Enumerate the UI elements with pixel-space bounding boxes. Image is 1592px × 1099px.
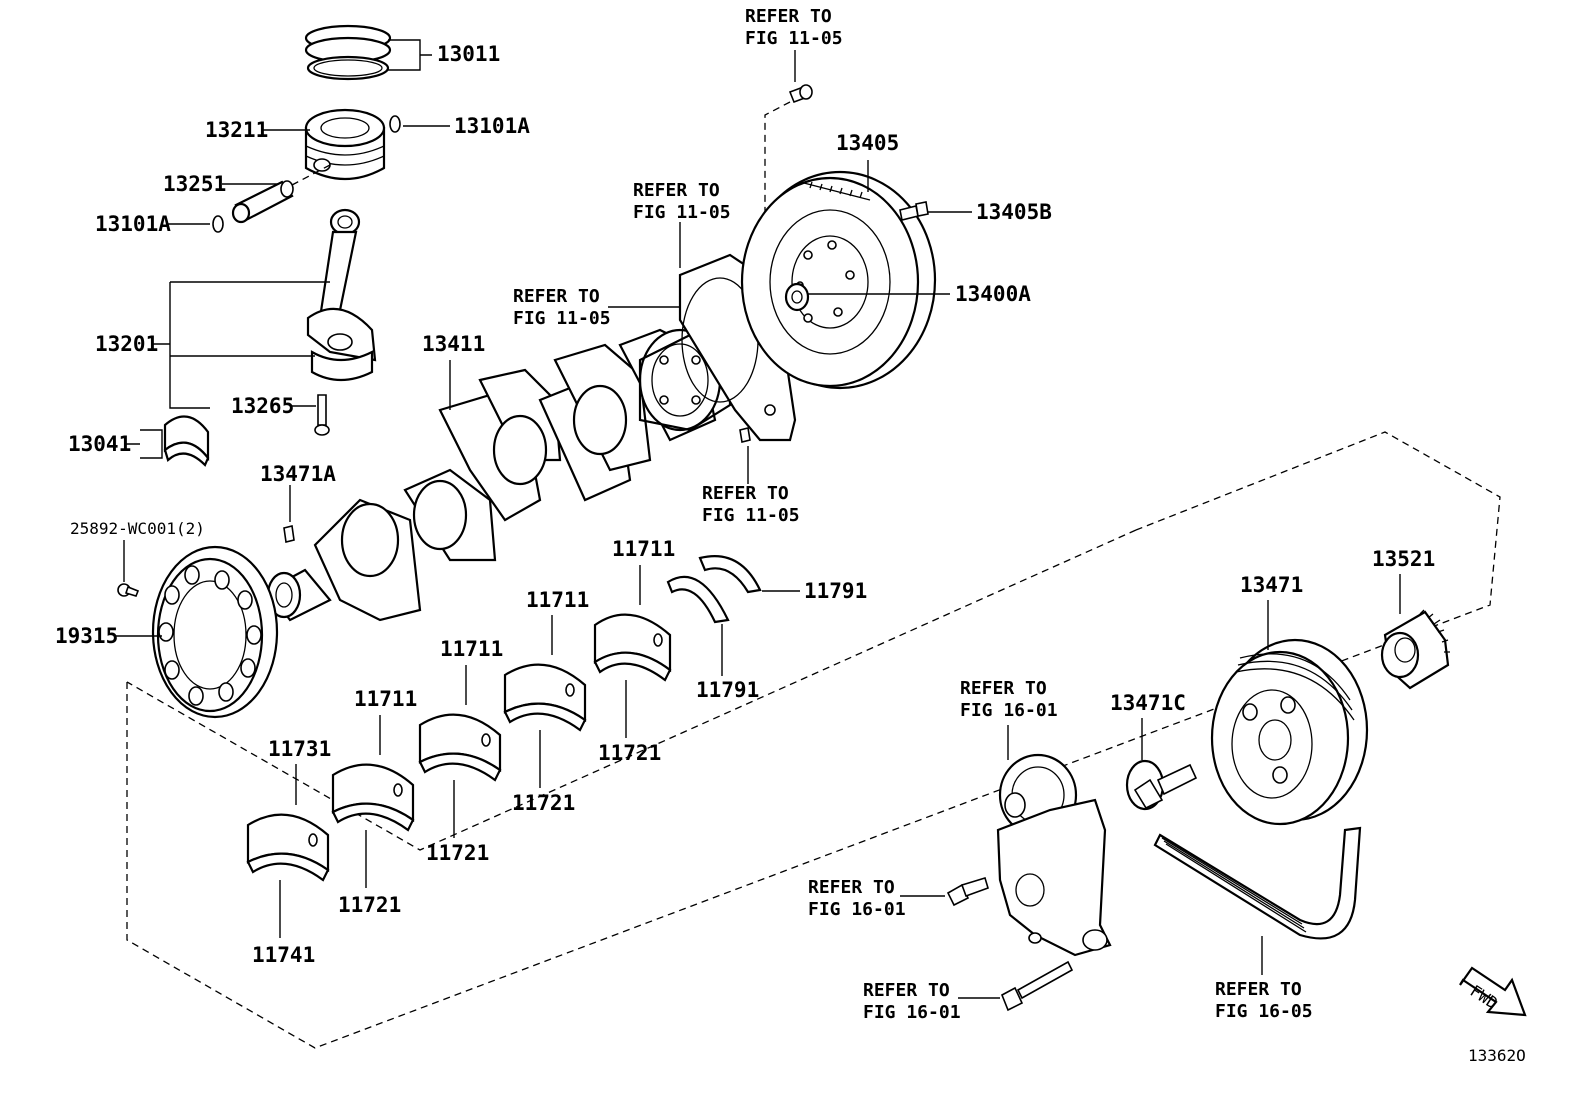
label-13471: 13471 <box>1240 573 1303 597</box>
piston-pin-snap-ring-left[interactable] <box>212 215 224 233</box>
main-bearing-set-4[interactable] <box>593 613 672 682</box>
refer-label-3: REFER TO <box>702 483 789 504</box>
main-bearing-set-front[interactable] <box>246 813 330 882</box>
forward-arrow-icon: FWD <box>1459 966 1527 1017</box>
refer-label-5: REFER TO <box>960 678 1047 699</box>
crankshaft-key[interactable] <box>283 525 295 543</box>
label-11791-b: 11791 <box>696 678 759 702</box>
label-13251: 13251 <box>163 172 226 196</box>
label-11731: 11731 <box>268 737 331 761</box>
label-11711-4: 11711 <box>612 537 675 561</box>
label-13211: 13211 <box>205 118 268 142</box>
belt-tensioner[interactable] <box>996 753 1112 957</box>
label-13201: 13201 <box>95 332 158 356</box>
flywheel-bolt[interactable] <box>899 201 929 221</box>
main-bearing-set-3[interactable] <box>503 663 587 732</box>
label-11741: 11741 <box>252 943 315 967</box>
sensor-plate-screw[interactable] <box>117 583 140 597</box>
figure-code: 13362O <box>1468 1046 1526 1065</box>
main-bearing-set-1[interactable] <box>331 763 415 832</box>
label-13411: 13411 <box>422 332 485 356</box>
piston-pin[interactable] <box>231 180 294 224</box>
dashed-group-boundary-2 <box>126 529 1137 851</box>
piston-pin-snap-ring[interactable] <box>389 115 401 133</box>
crankshaft-timing-gear[interactable] <box>1380 609 1450 690</box>
fig-label-7: FIG 16-01 <box>863 1002 961 1023</box>
label-11721-3: 11721 <box>512 791 575 815</box>
fig-label-1: FIG 11-05 <box>633 202 731 223</box>
label-13041: 13041 <box>68 432 131 456</box>
refer-label-1: REFER TO <box>633 180 720 201</box>
fig-label-4: FIG 11-05 <box>745 28 843 49</box>
refer-label-7: REFER TO <box>863 980 950 1001</box>
label-25892: 25892-WC001(2) <box>70 519 205 538</box>
connecting-rod-bolt[interactable] <box>314 394 330 436</box>
label-11721-4: 11721 <box>598 741 661 765</box>
tensioner-bolt-short[interactable] <box>946 877 989 907</box>
refer-label-6: REFER TO <box>808 877 895 898</box>
piston[interactable] <box>304 108 386 181</box>
label-11721-1: 11721 <box>338 893 401 917</box>
flywheel[interactable] <box>740 170 937 390</box>
main-bearing-set-2[interactable] <box>418 713 502 782</box>
crankshaft-pulley[interactable] <box>1210 638 1369 826</box>
label-13471A: 13471A <box>260 462 336 486</box>
crankshaft[interactable] <box>266 328 732 622</box>
dowel-pin[interactable] <box>739 427 751 443</box>
fig-label-2: FIG 11-05 <box>513 308 611 329</box>
refer-label-8: REFER TO <box>1215 979 1302 1000</box>
label-13471C: 13471C <box>1110 691 1186 715</box>
pilot-bearing[interactable] <box>784 282 810 312</box>
connecting-rod[interactable] <box>306 208 377 382</box>
label-19315: 19315 <box>55 624 118 648</box>
thrust-washer-lower[interactable] <box>666 575 730 624</box>
label-11711-1: 11711 <box>354 687 417 711</box>
fig-label-3: FIG 11-05 <box>702 505 800 526</box>
label-13405: 13405 <box>836 131 899 155</box>
v-ribbed-belt[interactable] <box>1153 826 1362 940</box>
label-13521: 13521 <box>1372 547 1435 571</box>
label-11711-3: 11711 <box>526 588 589 612</box>
label-13265: 13265 <box>231 394 294 418</box>
fig-label-6: FIG 16-01 <box>808 899 906 920</box>
flywheel-bolt-top[interactable] <box>788 84 813 104</box>
crankshaft-pulley-bolt[interactable] <box>1125 759 1198 811</box>
connecting-rod-bearing[interactable] <box>163 415 210 467</box>
fig-label-8: FIG 16-05 <box>1215 1001 1313 1022</box>
refer-label-4: REFER TO <box>745 6 832 27</box>
refer-label-2: REFER TO <box>513 286 600 307</box>
label-11791-a: 11791 <box>804 579 867 603</box>
piston-rings[interactable] <box>304 24 392 81</box>
crankshaft-position-sensor-plate[interactable] <box>151 545 279 719</box>
label-13101A-left: 13101A <box>95 212 171 236</box>
dashed-group-boundary <box>126 431 1501 1049</box>
label-13011: 13011 <box>437 42 500 66</box>
label-13101A-top: 13101A <box>454 114 530 138</box>
tensioner-bolt-long[interactable] <box>1000 960 1074 1012</box>
label-13400A: 13400A <box>955 282 1031 306</box>
label-11711-2: 11711 <box>440 637 503 661</box>
thrust-washer-upper[interactable] <box>698 554 762 594</box>
fig-label-5: FIG 16-01 <box>960 700 1058 721</box>
label-11721-2: 11721 <box>426 841 489 865</box>
label-13405B: 13405B <box>976 200 1052 224</box>
